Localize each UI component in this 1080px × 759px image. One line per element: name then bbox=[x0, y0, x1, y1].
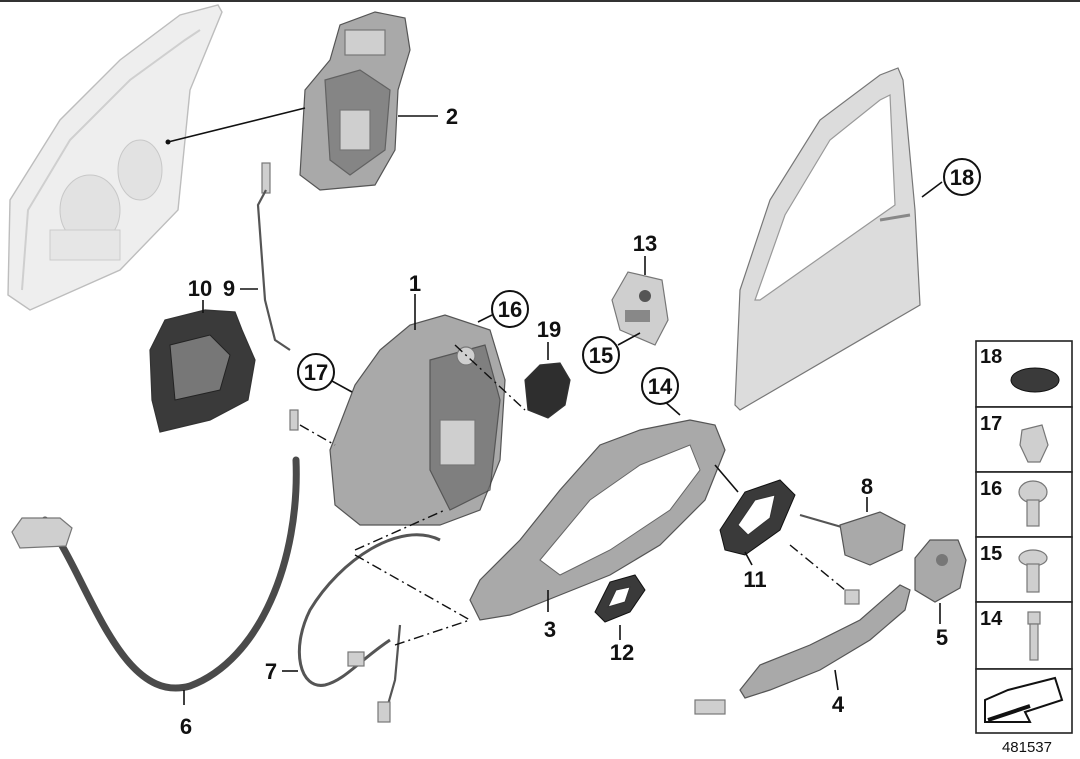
label-16: 16 bbox=[498, 297, 522, 322]
clip-part-19 bbox=[524, 362, 571, 419]
door-shell-part-18 bbox=[734, 67, 921, 411]
gasket-part-12 bbox=[594, 574, 646, 623]
assembly-dash-lines bbox=[299, 344, 846, 646]
label-4: 4 bbox=[832, 692, 845, 717]
cable-part-7 bbox=[297, 533, 441, 723]
label-10: 10 bbox=[188, 276, 212, 301]
label-12: 12 bbox=[610, 640, 634, 665]
label-17: 17 bbox=[304, 360, 328, 385]
label-3: 3 bbox=[544, 617, 556, 642]
lock-unit-part-2 bbox=[299, 11, 411, 191]
label-6: 6 bbox=[180, 714, 192, 739]
label-18: 18 bbox=[950, 165, 974, 190]
circled-label-backgrounds bbox=[297, 158, 981, 405]
side-label-15: 15 bbox=[980, 543, 1002, 565]
side-panel bbox=[975, 340, 1073, 734]
label-8: 8 bbox=[861, 474, 873, 499]
bracket-part-10 bbox=[149, 309, 256, 433]
gasket-part-11 bbox=[719, 479, 796, 556]
label-14: 14 bbox=[648, 374, 673, 399]
reference-number: 481537 bbox=[1002, 739, 1052, 756]
lock-cylinder-part-8 bbox=[799, 511, 906, 566]
cable-part-6 bbox=[11, 409, 300, 692]
label-9: 9 bbox=[223, 276, 235, 301]
label-15: 15 bbox=[589, 343, 613, 368]
cap-part-5 bbox=[914, 539, 967, 603]
leader-lines bbox=[165, 107, 943, 705]
side-label-18: 18 bbox=[980, 346, 1002, 368]
rod-part-9 bbox=[256, 162, 291, 351]
side-panel-labels: 18 17 16 15 14 bbox=[980, 346, 1003, 630]
door-frame-ghost bbox=[7, 4, 223, 311]
label-11: 11 bbox=[743, 567, 766, 592]
callout-labels: 1 2 3 4 5 6 7 8 9 10 11 12 13 14 15 16 1… bbox=[180, 104, 974, 739]
label-1: 1 bbox=[409, 271, 421, 296]
label-2: 2 bbox=[446, 104, 458, 129]
plate-part-13 bbox=[611, 271, 669, 346]
label-7: 7 bbox=[265, 659, 277, 684]
handle-part-4 bbox=[694, 584, 911, 715]
handle-carrier-part-3 bbox=[469, 419, 726, 621]
side-label-16: 16 bbox=[980, 478, 1002, 500]
door-lock-part-1 bbox=[329, 314, 506, 526]
side-label-17: 17 bbox=[980, 413, 1002, 435]
label-13: 13 bbox=[633, 231, 657, 256]
label-5: 5 bbox=[936, 625, 948, 650]
side-label-14: 14 bbox=[980, 608, 1003, 630]
label-19: 19 bbox=[537, 317, 561, 342]
